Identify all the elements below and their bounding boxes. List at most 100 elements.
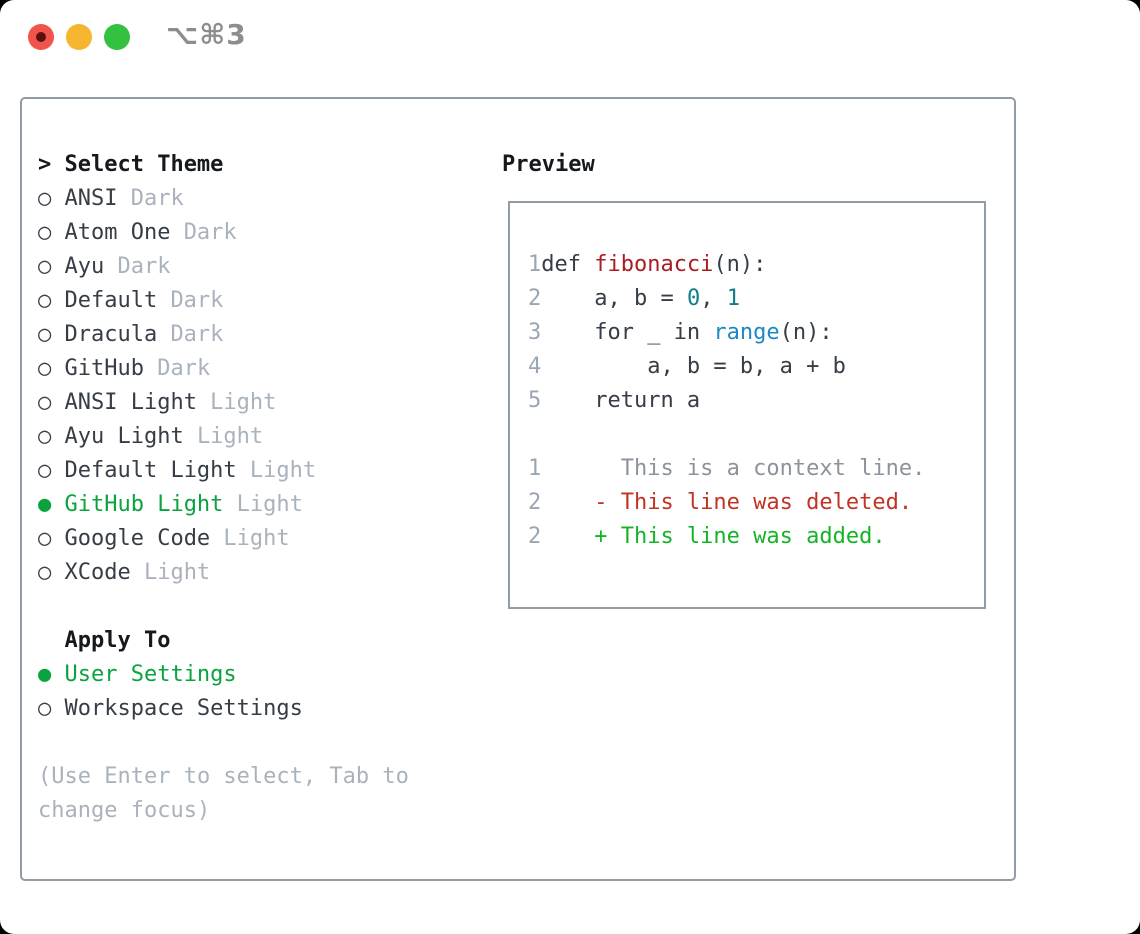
code-token: This is a context line. — [541, 456, 926, 481]
theme-option-label: Ayu — [64, 254, 105, 279]
spacer — [38, 590, 488, 624]
apply-option-label: User Settings — [64, 662, 237, 687]
code-token: return a — [541, 388, 701, 413]
theme-option-label: Google Code — [64, 526, 211, 551]
preview-title: Preview — [502, 152, 595, 177]
preview-line: 4 a, b = b, a + b — [528, 350, 984, 384]
theme-option-label: Default Light — [64, 458, 237, 483]
unselected-radio-icon: ○ — [38, 186, 52, 211]
theme-option-github-light[interactable]: ● GitHub Light Light — [38, 488, 488, 522]
variant-label: Light — [196, 424, 264, 449]
spacer — [38, 726, 488, 760]
theme-option-ayu[interactable]: ○ Ayu Dark — [38, 250, 488, 284]
selected-radio-icon: ● — [38, 492, 52, 517]
apply-to-list: ● User Settings ○ Workspace Settings — [38, 658, 488, 726]
traffic-lights — [28, 24, 130, 50]
theme-option-dracula[interactable]: ○ Dracula Dark — [38, 318, 488, 352]
unselected-radio-icon: ○ — [38, 254, 52, 279]
zoom-button[interactable] — [104, 24, 130, 50]
unselected-radio-icon: ○ — [38, 322, 52, 347]
prompt-caret: > — [38, 152, 52, 177]
theme-option-label: Default — [64, 288, 158, 313]
variant-label: Dark — [170, 322, 224, 347]
code-token: (n): — [713, 252, 767, 277]
code-token: + This line was added. — [541, 524, 886, 549]
theme-option-label: ANSI Light — [64, 390, 197, 415]
variant-label: Dark — [170, 288, 224, 313]
unselected-radio-icon: ○ — [38, 526, 52, 551]
preview-line — [528, 418, 984, 452]
line-number: 2 — [528, 490, 542, 515]
apply-option-workspace-settings[interactable]: ○ Workspace Settings — [38, 692, 488, 726]
close-dot-icon — [36, 32, 46, 42]
close-button[interactable] — [28, 24, 54, 50]
hint-line-1: (Use Enter to select, Tab to — [38, 764, 409, 789]
titlebar: ⌥⌘3 — [0, 0, 1140, 74]
unselected-radio-icon: ○ — [38, 220, 52, 245]
select-theme-header: > Select Theme — [38, 148, 488, 182]
theme-option-label: XCode — [64, 560, 131, 585]
preview-line: 1def fibonacci(n): — [528, 248, 984, 282]
hint-line-2: change focus) — [38, 798, 211, 823]
line-number: 2 — [528, 286, 542, 311]
preview-line: 2 a, b = 0, 1 — [528, 282, 984, 316]
theme-option-ayu-light[interactable]: ○ Ayu Light Light — [38, 420, 488, 454]
theme-option-label: Dracula — [64, 322, 158, 347]
variant-label: Dark — [117, 254, 171, 279]
code-token: 1 — [726, 286, 740, 311]
theme-option-label: Ayu Light — [64, 424, 184, 449]
theme-option-label: Atom One — [64, 220, 171, 245]
minimize-button[interactable] — [66, 24, 92, 50]
line-number: 1 — [528, 252, 542, 277]
variant-label: Dark — [183, 220, 237, 245]
code-token: 0 — [686, 286, 701, 311]
variant-label: Light — [236, 492, 303, 517]
code-token: def — [541, 252, 595, 277]
code-token: a, b = — [541, 286, 687, 311]
variant-label: Light — [143, 560, 211, 585]
unselected-radio-icon: ○ — [38, 696, 52, 721]
code-token: (n): — [779, 320, 833, 345]
unselected-radio-icon: ○ — [38, 288, 52, 313]
theme-option-label: GitHub Light — [64, 492, 224, 517]
preview-line: 5 return a — [528, 384, 984, 418]
theme-option-xcode[interactable]: ○ XCode Light — [38, 556, 488, 590]
apply-option-label: Workspace Settings — [64, 696, 303, 721]
code-token: for _ in — [541, 320, 714, 345]
variant-label: Dark — [130, 186, 184, 211]
line-number: 1 — [528, 456, 542, 481]
unselected-radio-icon: ○ — [38, 424, 52, 449]
unselected-radio-icon: ○ — [38, 560, 52, 585]
line-number: 5 — [528, 388, 542, 413]
variant-label: Light — [210, 390, 277, 415]
select-theme-title: Select Theme — [64, 152, 224, 177]
code-token: a, b = b, a + b — [541, 354, 846, 379]
code-token: , — [700, 286, 727, 311]
code-token: fibonacci — [594, 252, 714, 277]
theme-option-atom-one[interactable]: ○ Atom One Dark — [38, 216, 488, 250]
line-number: 2 — [528, 524, 542, 549]
preview-line: 2 - This line was deleted. — [528, 486, 984, 520]
line-number: 4 — [528, 354, 542, 379]
window-shortcut-label: ⌥⌘3 — [166, 18, 247, 51]
apply-option-user-settings[interactable]: ● User Settings — [38, 658, 488, 692]
selected-radio-icon: ● — [38, 662, 52, 687]
preview-line: 3 for _ in range(n): — [528, 316, 984, 350]
preview-line: 1 This is a context line. — [528, 452, 984, 486]
theme-option-label: GitHub — [64, 356, 144, 381]
line-number: 3 — [528, 320, 542, 345]
theme-option-github[interactable]: ○ GitHub Dark — [38, 352, 488, 386]
unselected-radio-icon: ○ — [38, 356, 52, 381]
variant-label: Dark — [157, 356, 211, 381]
theme-option-default[interactable]: ○ Default Dark — [38, 284, 488, 318]
code-token: range — [713, 320, 780, 345]
